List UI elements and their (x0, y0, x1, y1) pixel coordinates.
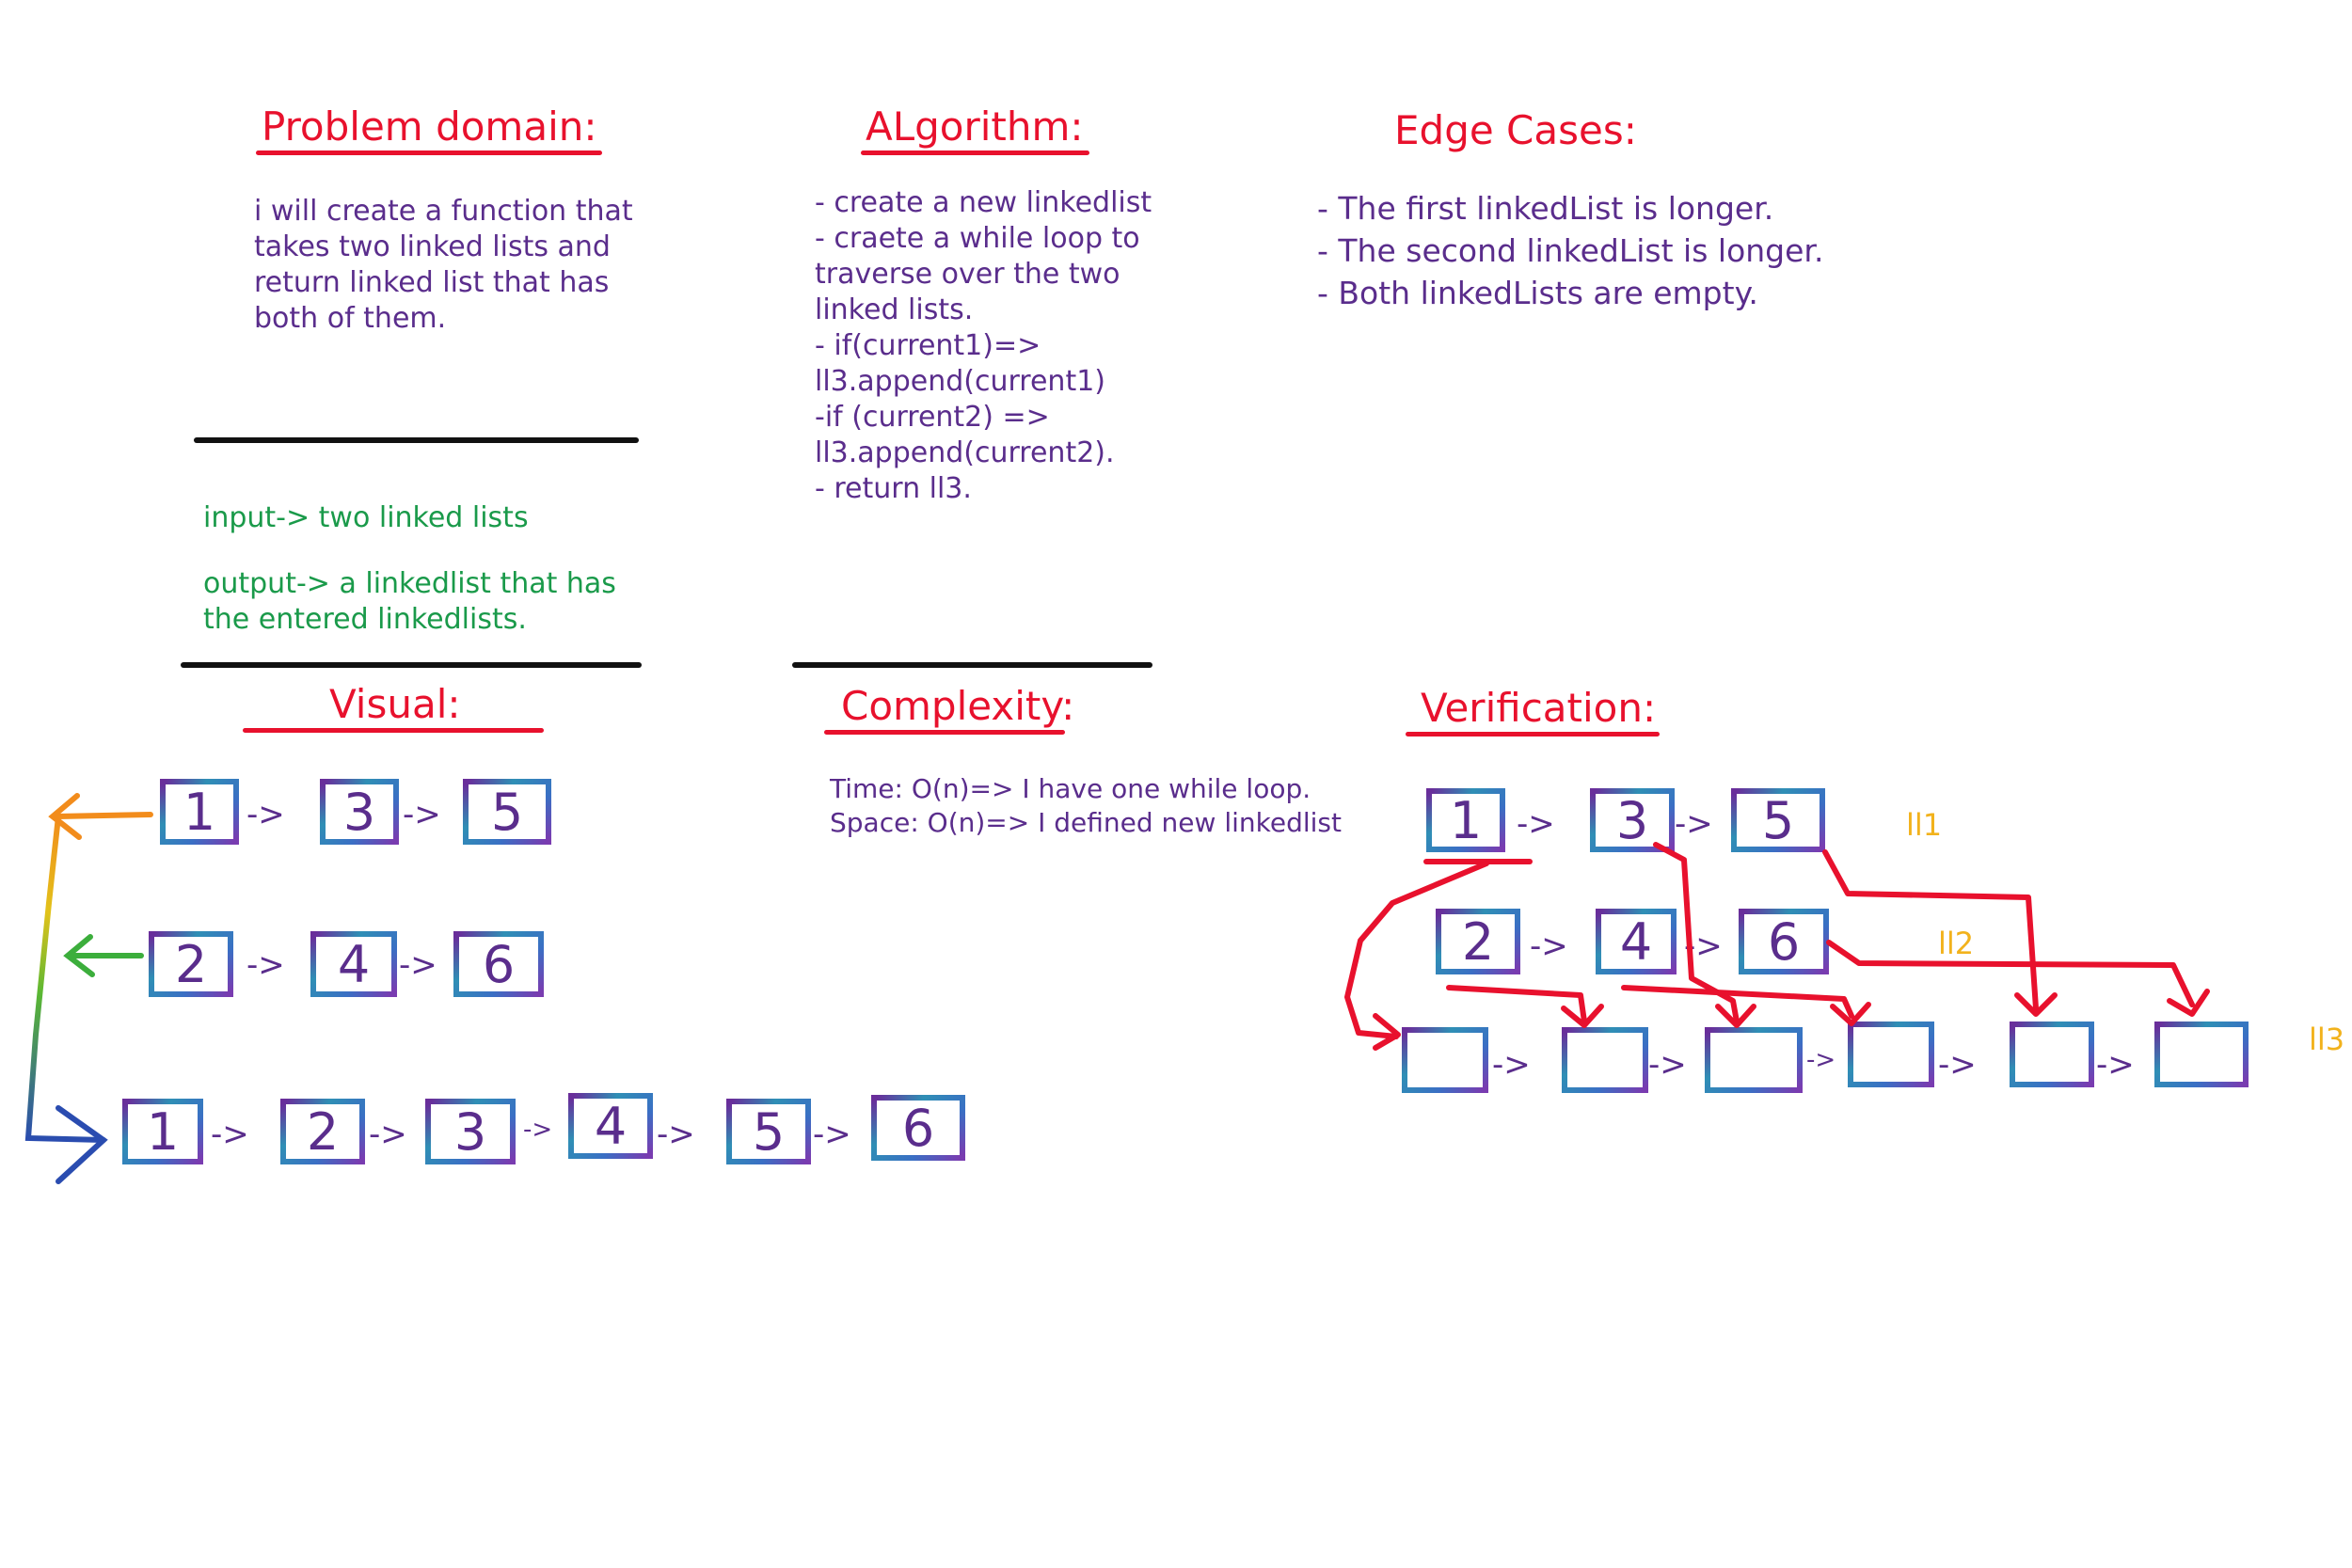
map-3 (1653, 842, 1740, 1024)
verification-arrow: -> (1530, 927, 1568, 965)
map-1-head (1373, 1013, 1401, 1051)
visual-arrow: -> (246, 946, 285, 984)
edge-cases-title: Edge Cases: (1394, 107, 1637, 153)
verification-arrow: -> (1517, 805, 1555, 843)
map-2 (1446, 985, 1587, 1024)
visual-arrow: -> (403, 796, 441, 833)
divider-left-top (194, 437, 639, 443)
verification-arrow: -> (1675, 805, 1713, 843)
algorithm-underline (861, 150, 1089, 155)
visual-list1-node: 3 (320, 779, 399, 845)
map-5-head (2014, 992, 2058, 1017)
complexity-underline (824, 730, 1065, 735)
map-5 (1822, 849, 2039, 1011)
verification-ll1-node: 3 (1590, 788, 1675, 852)
verification-ll3-node (1402, 1027, 1488, 1093)
map-1 (1344, 861, 1489, 1039)
visual-list2-node: 4 (310, 931, 397, 997)
visual-title: Visual: (329, 681, 461, 727)
map-2-head (1561, 1004, 1604, 1028)
algorithm-title: ALgorithm: (866, 103, 1084, 150)
edge-case-item: - The second linkedList is longer. (1317, 232, 1824, 269)
ll3-label: ll3 (2309, 1022, 2345, 1057)
verification-ll1-node: 5 (1731, 788, 1825, 852)
visual-list1-node: 5 (463, 779, 551, 845)
input-text: input-> two linked lists (203, 501, 529, 534)
visual-merged-node: 6 (871, 1095, 965, 1161)
verification-underline (1406, 732, 1660, 736)
ll1-label: ll1 (1906, 807, 1943, 843)
map-3-head (1715, 1004, 1756, 1028)
divider-middle (792, 662, 1152, 668)
visual-merged-node: 5 (726, 1099, 811, 1164)
edge-case-item: - The first linkedList is longer. (1317, 190, 1774, 227)
problem-domain-underline (256, 150, 602, 155)
divider-left-bottom (181, 662, 642, 668)
visual-underline (243, 728, 544, 733)
complexity-time: Time: O(n)=> I have one while loop. (830, 773, 1311, 804)
verification-arrow: -> (1648, 1046, 1687, 1084)
visual-arrow: -> (813, 1116, 851, 1153)
visual-merged-node: 2 (280, 1099, 365, 1164)
arrow-head-list2 (63, 934, 95, 977)
verification-ll3-node (1562, 1027, 1648, 1093)
output-text: output-> a linkedlist that has the enter… (203, 567, 616, 636)
algorithm-text: - create a new linkedlist - craete a whi… (815, 186, 1152, 505)
visual-list2-node: 6 (453, 931, 544, 997)
problem-domain-text: i will create a function that takes two … (254, 195, 633, 335)
verification-ll3-node (1848, 1022, 1934, 1087)
visual-arrow: -> (369, 1116, 407, 1153)
verification-title: Verification: (1421, 685, 1657, 731)
verification-arrow: -> (1492, 1046, 1531, 1084)
visual-list1-node: 1 (160, 779, 239, 845)
map-6-head (2167, 989, 2210, 1017)
arrow-head-list1 (48, 793, 82, 840)
visual-arrow: -> (657, 1116, 695, 1153)
verification-ll1-node: 1 (1426, 788, 1505, 852)
visual-arrow: -> (246, 796, 285, 833)
ll2-label: ll2 (1938, 926, 1975, 961)
map-4 (1621, 985, 1854, 1019)
verification-arrow: -> (2096, 1046, 2135, 1084)
complexity-title: Complexity: (841, 683, 1075, 729)
map-6 (1826, 940, 2195, 1007)
edge-case-item: - Both linkedLists are empty. (1317, 275, 1758, 311)
visual-merged-node: 3 (425, 1099, 516, 1164)
verification-ll2-node: 4 (1596, 909, 1677, 974)
visual-arrow: -> (523, 1116, 553, 1144)
verification-ll3-node (2010, 1022, 2094, 1087)
visual-arrow: -> (399, 946, 437, 984)
visual-merged-node: 4 (568, 1093, 653, 1159)
complexity-space: Space: O(n)=> I defined new linkedlist (830, 807, 1342, 838)
merge-line (24, 812, 153, 1143)
visual-merged-node: 1 (122, 1099, 203, 1164)
verification-arrow: -> (1806, 1046, 1836, 1074)
verification-arrow: -> (1938, 1046, 1977, 1084)
verification-ll3-node (1705, 1027, 1803, 1093)
verification-ll3-node (2154, 1022, 2249, 1087)
problem-domain-title: Problem domain: (262, 103, 597, 150)
visual-list2-node: 2 (149, 931, 233, 997)
visual-arrow: -> (211, 1116, 249, 1153)
verification-ll2-node: 2 (1436, 909, 1520, 974)
map-4-head (1830, 1002, 1871, 1026)
arrow-head-merged (56, 1105, 108, 1184)
verification-ll2-node: 6 (1739, 909, 1829, 974)
